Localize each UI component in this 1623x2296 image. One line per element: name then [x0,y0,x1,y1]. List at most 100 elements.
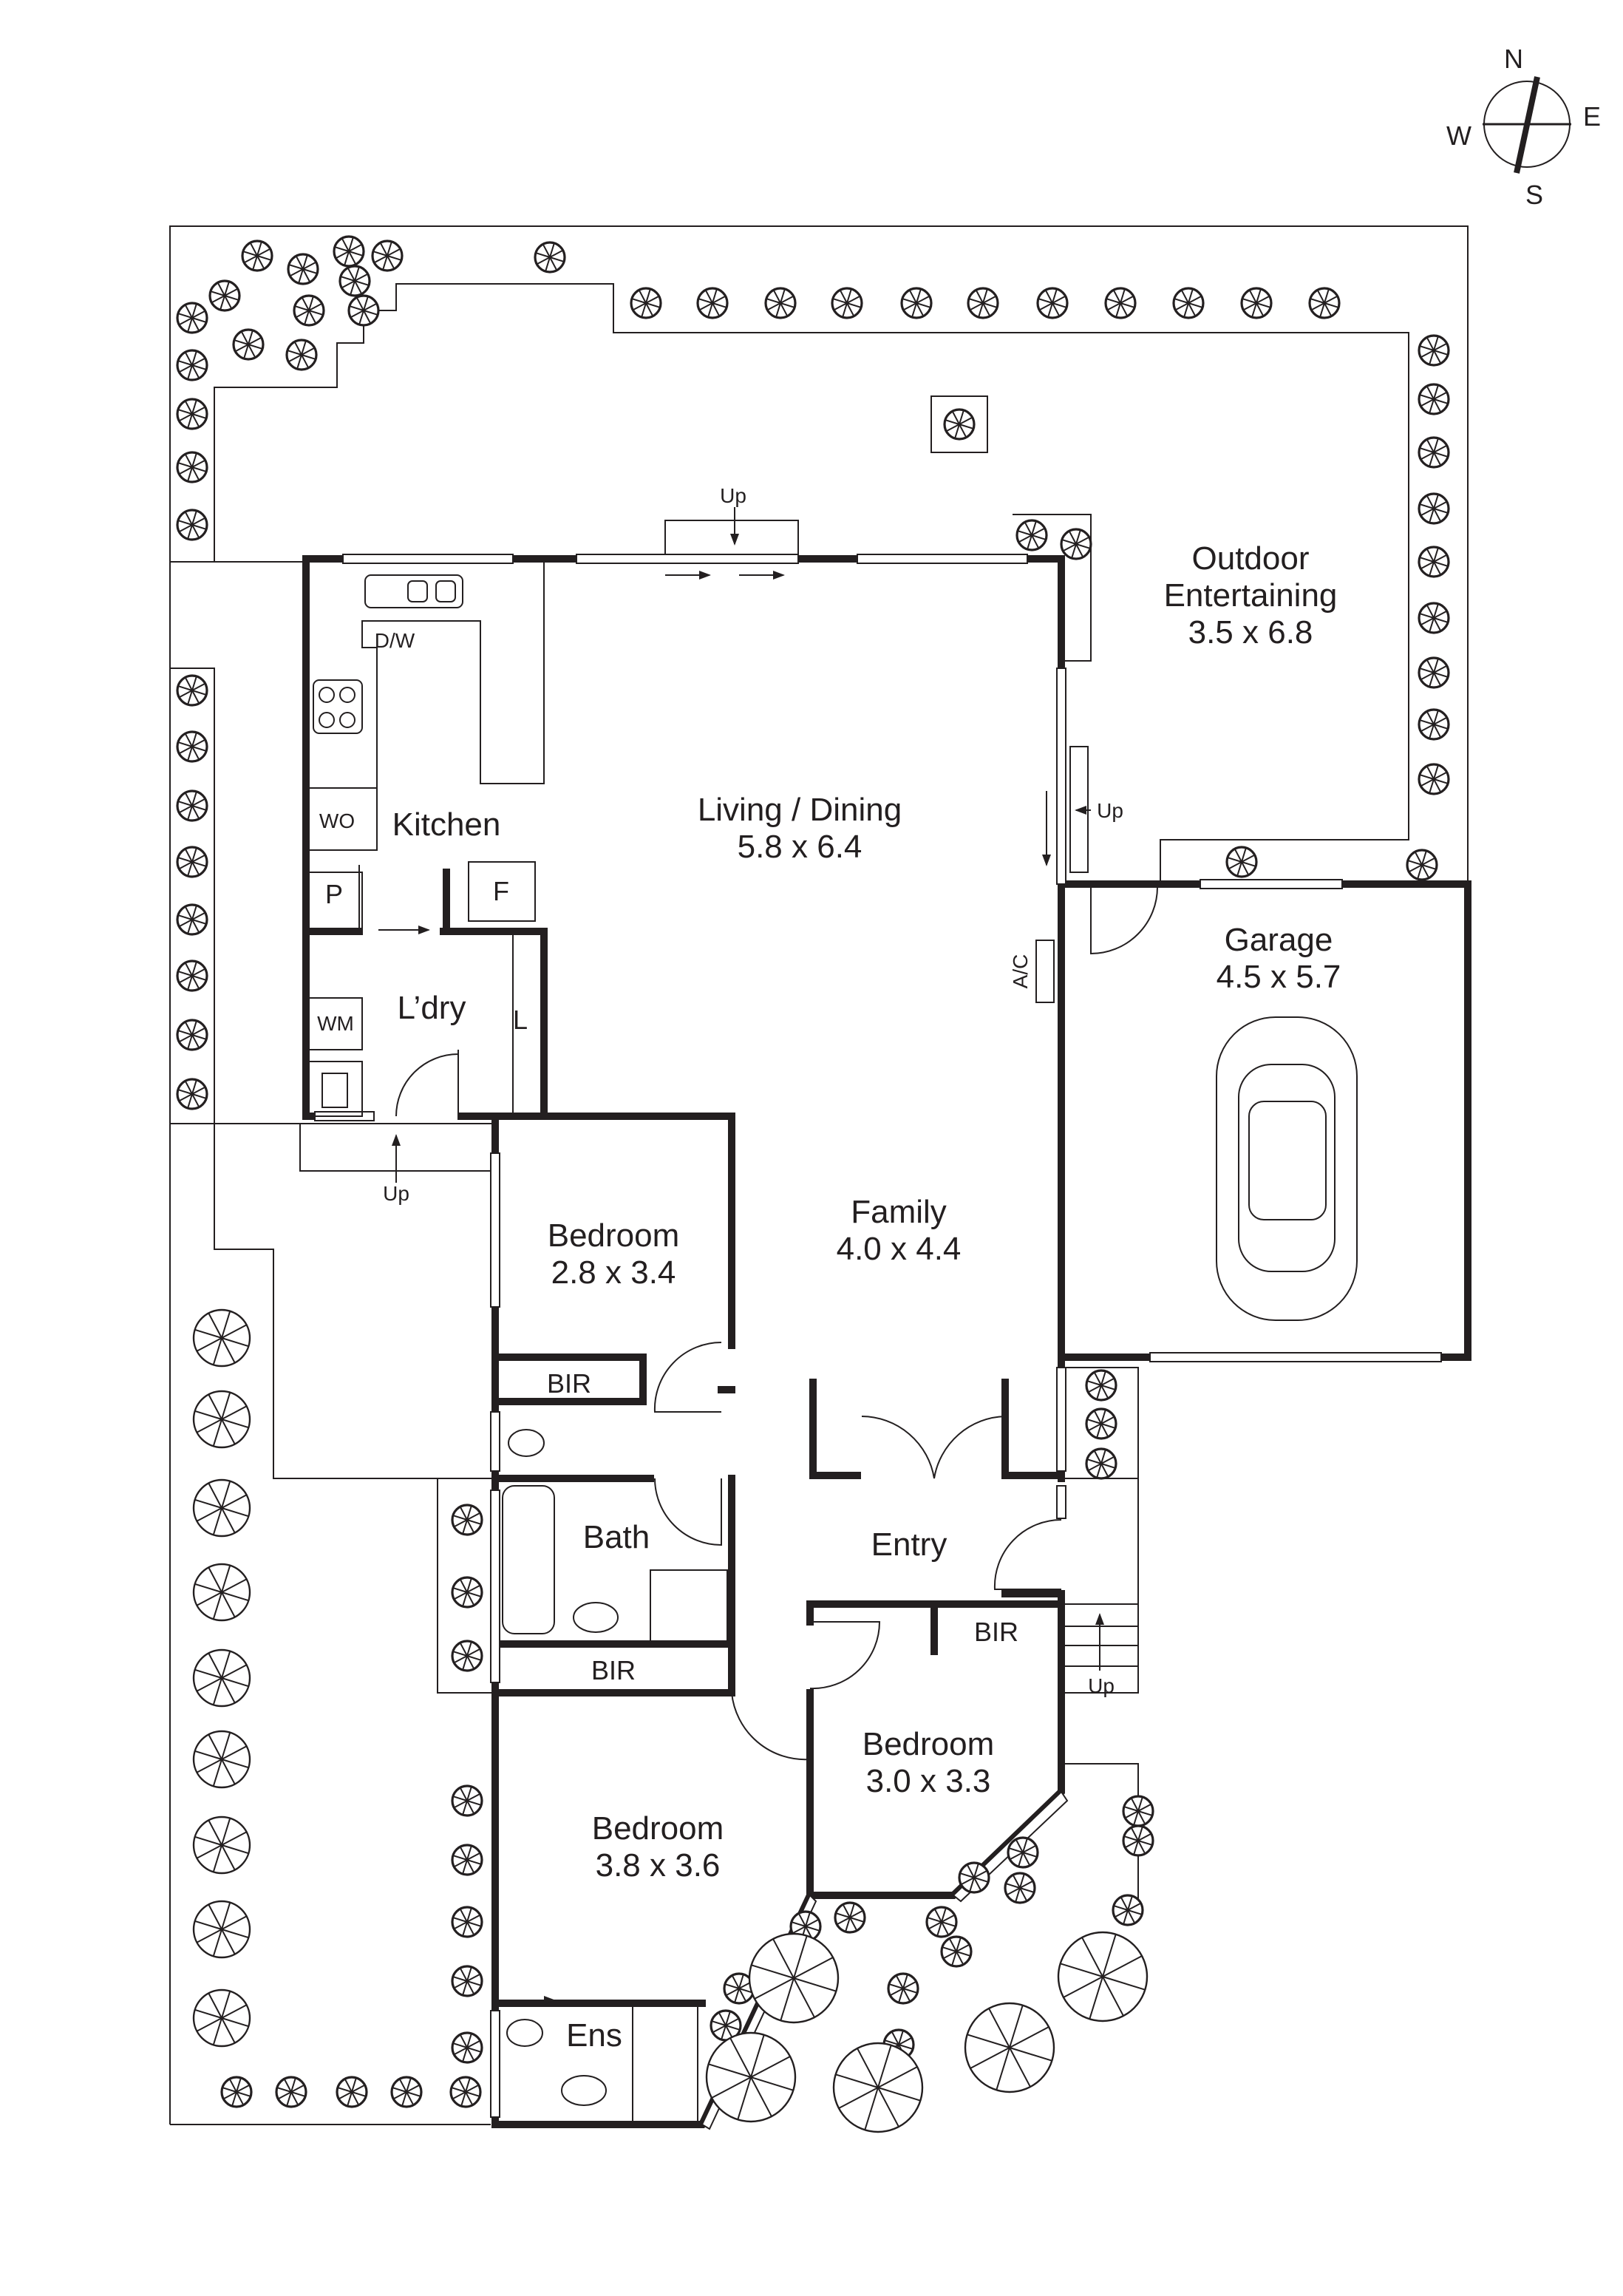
tree-icon [192,1563,251,1622]
tree-icon [176,846,208,878]
shower-icon [650,1569,728,1642]
labels: Outdoor Entertaining 3.5 x 6.8 Living / … [317,484,1341,2054]
cooktop-icon [313,679,363,734]
tree-icon [451,1784,483,1817]
tree-icon [1418,602,1450,634]
tree-icon [1418,708,1450,741]
tree-icon [451,1965,483,1997]
tree-icon [176,730,208,763]
tree-icon [900,287,933,319]
compass-west: W [1446,120,1471,151]
tree-icon [1060,528,1092,560]
tree-icon [192,1900,251,1959]
tree-icon [192,1988,251,2048]
living-label: Living / Dining [698,792,902,828]
tree-icon [940,1935,973,1968]
tree-icon [1122,1795,1154,1827]
tree-icon [176,674,208,707]
tree-icon [176,960,208,992]
tree-icon [176,509,208,541]
tree-icon [192,1308,251,1368]
washing-machine-label: WM [317,1012,354,1035]
tree-icon [1085,1407,1117,1440]
wall-oven-label: WO [319,809,355,832]
windows [314,554,1442,2130]
compass-north: N [1504,44,1523,74]
tree-icon [333,235,365,268]
bedroom1-label: Bedroom [548,1217,680,1254]
tree-icon [1036,287,1069,319]
tree-icon [192,1648,251,1708]
tree-icon [192,1390,251,1449]
tree-icon [1112,1894,1144,1926]
bir2-label: BIR [591,1655,636,1685]
tree-icon [958,1861,990,1894]
tree-icon [1418,546,1450,578]
trees [176,235,1450,2133]
stairs-up-label: Up [383,1182,409,1205]
tree-icon [338,265,371,297]
tree-icon [192,1730,251,1789]
kitchen-label: Kitchen [392,806,501,843]
tree-icon [208,279,241,312]
garage-label: Garage [1225,922,1333,958]
tree-icon [390,2076,423,2108]
bedroom3-dims: 3.8 x 3.6 [596,1847,721,1884]
bath-label: Bath [583,1519,650,1555]
tree-icon [1308,287,1341,319]
tree-icon [1015,519,1048,551]
doors [358,571,1158,2005]
fridge-label: F [493,876,509,906]
tree-icon [748,1932,840,2024]
tree-icon [336,2076,368,2108]
tree-icon [1418,334,1450,367]
tree-icon [832,2042,924,2133]
pantry-label: P [325,879,343,909]
outdoor-dims: 3.5 x 6.8 [1188,614,1313,651]
tree-icon [1172,287,1205,319]
tree-icon [192,1478,251,1538]
tree-icon [176,1019,208,1051]
tree-icon [1085,1447,1117,1480]
tree-icon [834,1901,866,1934]
tree-icon [964,2002,1055,2093]
family-dims: 4.0 x 4.4 [837,1231,962,1267]
tree-icon [451,1504,483,1536]
tree-icon [1122,1824,1154,1857]
tree-icon [887,1972,919,2005]
tree-icon [451,1576,483,1609]
tree-icon [449,2076,482,2108]
tree-icon [1225,846,1258,878]
tree-icon [176,903,208,936]
tree-icon [1057,1931,1149,2022]
bir3-label: BIR [974,1617,1018,1647]
tree-icon [176,1078,208,1110]
compass-icon: N E S W [1446,44,1601,210]
tree-icon [232,328,265,361]
tree-icon [451,1906,483,1938]
bedroom1-dims: 2.8 x 3.4 [551,1254,676,1291]
tree-icon [285,339,318,371]
tree-icon [943,408,976,441]
tree-icon [287,253,319,285]
tree-icon [293,294,325,327]
tree-icon [1418,492,1450,525]
tree-icon [1418,436,1450,469]
bathtub-icon [502,1485,555,1634]
tree-icon [275,2076,307,2108]
toilet-icon [508,1429,545,1457]
stairs-up-label: Up [720,484,746,507]
tree-icon [696,287,729,319]
tree-icon [176,302,208,334]
bedroom2-label: Bedroom [862,1726,995,1762]
tree-icon [192,1816,251,1875]
tree-icon [534,241,566,274]
tree-icon [1007,1836,1039,1869]
tree-icon [176,789,208,822]
ensuite-label: Ens [566,2017,622,2054]
compass-south: S [1525,180,1543,210]
tree-icon [451,2031,483,2064]
tree-icon [925,1906,958,1938]
tree-icon [241,240,273,272]
